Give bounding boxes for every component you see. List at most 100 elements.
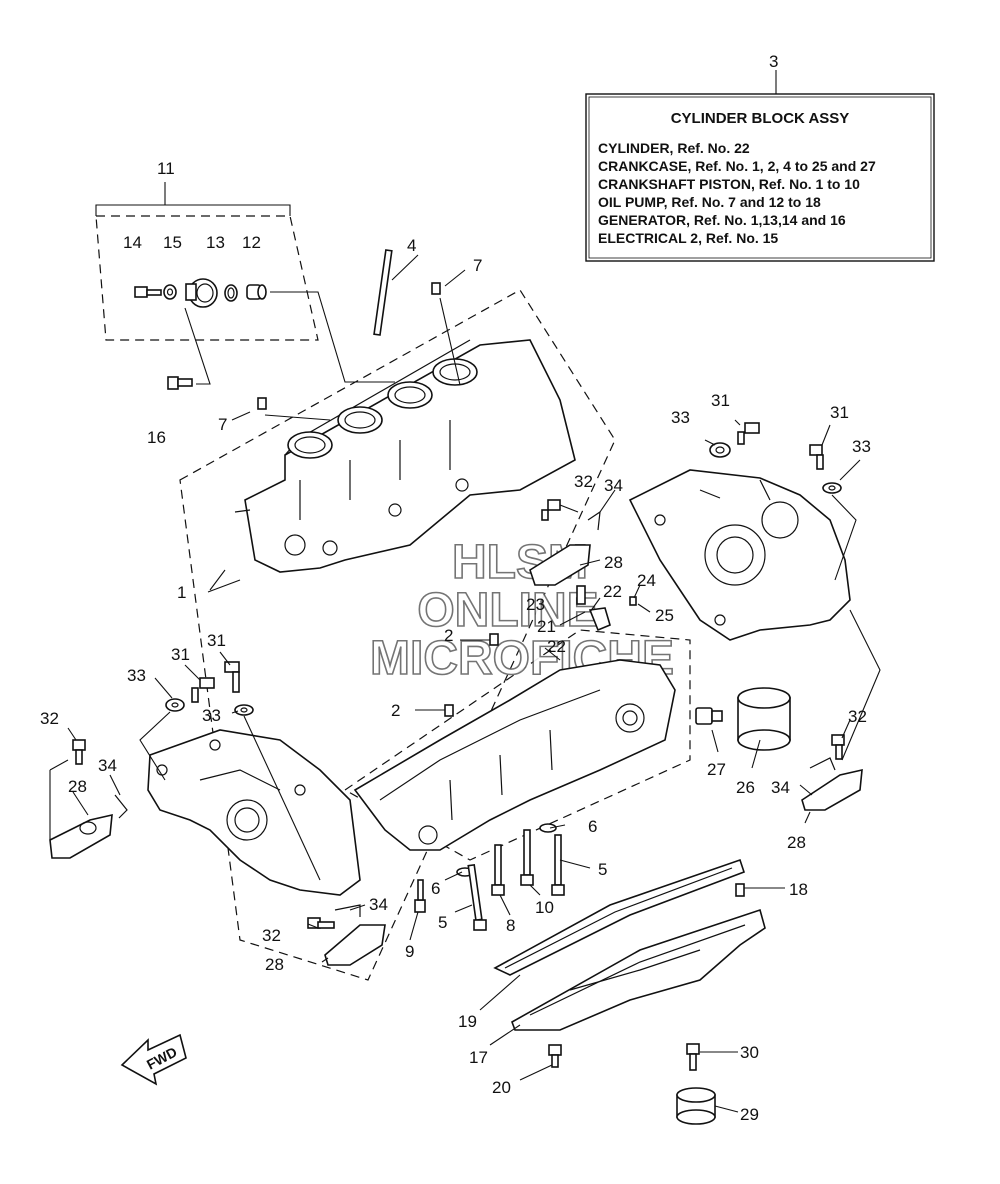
engine-mount-28-bottom-left — [307, 904, 386, 966]
callout-7-upper: 7 — [473, 256, 482, 275]
callout-23: 23 — [526, 595, 545, 614]
callout-33-right-b: 33 — [852, 437, 871, 456]
spacer-29 — [676, 1087, 716, 1125]
callout-27: 27 — [707, 760, 726, 779]
callout-10: 10 — [535, 898, 554, 917]
callout-24: 24 — [637, 571, 656, 590]
callout-32-upper: 32 — [574, 472, 593, 491]
assembly-title: CYLINDER BLOCK ASSY — [671, 110, 850, 127]
callout-29: 29 — [740, 1105, 759, 1124]
bolt-10 — [520, 829, 534, 886]
cylinder-block — [234, 339, 576, 573]
dowel-pin-7-left — [231, 397, 267, 421]
bolt-9 — [414, 879, 426, 913]
engine-mount-28-left — [49, 739, 128, 859]
fwd-arrow: FWD — [120, 1033, 187, 1086]
callout-15: 15 — [163, 233, 182, 252]
callout-30: 30 — [740, 1043, 759, 1062]
oil-pan-17 — [511, 908, 766, 1031]
assembly-line-crankcase: CRANKCASE, Ref. No. 1, 2, 4 to 25 and 27 — [598, 158, 876, 174]
assembly-line-electrical: ELECTRICAL 2, Ref. No. 15 — [598, 230, 778, 246]
callout-1: 1 — [177, 583, 186, 602]
leader-lines — [67, 419, 861, 1113]
assembly-line-crankshaft: CRANKSHAFT PISTON, Ref. No. 1 to 10 — [598, 176, 860, 192]
callout-2-lower: 2 — [391, 701, 400, 720]
o-ring-13 — [224, 284, 238, 302]
callout-6-right: 6 — [588, 817, 597, 836]
callout-28-right: 28 — [787, 833, 806, 852]
dowel-18 — [735, 883, 745, 897]
callout-32-left: 32 — [40, 709, 59, 728]
left-fasteners — [139, 661, 321, 881]
callout-18: 18 — [789, 880, 808, 899]
callout-6-left: 6 — [431, 879, 440, 898]
gasket-19 — [493, 858, 746, 976]
callout-4: 4 — [407, 236, 416, 255]
group-outline-crankcase — [343, 629, 691, 861]
washer-15 — [163, 284, 177, 300]
engine-mount-28-right — [801, 734, 863, 811]
assembly-line-generator: GENERATOR, Ref. No. 1,13,14 and 16 — [598, 212, 846, 228]
callout-28-upper: 28 — [604, 553, 623, 572]
right-fasteners — [709, 422, 881, 761]
callout-20: 20 — [492, 1078, 511, 1097]
callout-32-bottom: 32 — [262, 926, 281, 945]
bolt-16 — [167, 376, 193, 390]
callout-11: 11 — [157, 159, 175, 178]
callout-5-right: 5 — [598, 860, 607, 879]
plug-12 — [246, 284, 267, 300]
callout-28-bottom: 28 — [265, 955, 284, 974]
assembly-line-oil-pump: OIL PUMP, Ref. No. 7 and 12 to 18 — [598, 194, 821, 210]
oil-filter-fitting-27 — [695, 707, 723, 725]
oil-pump-cover-13 — [185, 278, 218, 308]
callout-34-left: 34 — [98, 756, 117, 775]
oil-pump-parts — [134, 278, 395, 390]
callout-26: 26 — [736, 778, 755, 797]
callout-31-right-b: 31 — [830, 403, 849, 422]
callout-32-right: 32 — [848, 707, 867, 726]
callout-16: 16 — [147, 428, 166, 447]
callout-22-b: 22 — [547, 637, 566, 656]
assembly-info-box: 3 CYLINDER BLOCK ASSY CYLINDER, Ref. No.… — [585, 52, 935, 262]
callout-2-upper: 2 — [444, 626, 453, 645]
bolt-8 — [491, 844, 505, 896]
washer-33-left-a — [165, 698, 185, 712]
callout-13: 13 — [206, 233, 225, 252]
callout-numbers: 11 14 15 13 12 16 4 7 7 1 33 31 31 33 32… — [40, 159, 871, 1124]
bolt-31-right-a — [737, 422, 760, 445]
callout-31-left-b: 31 — [207, 631, 226, 650]
watermark-line-2: ONLINE — [417, 584, 598, 637]
stud-bolt-4 — [373, 249, 419, 336]
engine-mount-28-upper — [529, 499, 601, 586]
callout-34-bottom: 34 — [369, 895, 388, 914]
group-outline-11 — [95, 182, 319, 341]
callout-14: 14 — [123, 233, 142, 252]
callout-5-left: 5 — [438, 913, 447, 932]
callout-12: 12 — [242, 233, 261, 252]
bolt-31-left-a — [191, 677, 215, 703]
bolt-31-right-b — [809, 444, 824, 470]
callout-22-a: 22 — [603, 582, 622, 601]
callout-9: 9 — [405, 942, 414, 961]
callout-33-left-a: 33 — [127, 666, 146, 685]
callout-7-left: 7 — [218, 415, 227, 434]
callout-31-right-a: 31 — [711, 391, 730, 410]
bolt-31-left-b — [224, 661, 240, 693]
assembly-ref-number: 3 — [769, 52, 778, 71]
crankcase-small-parts — [444, 585, 637, 877]
washer-33-right-a — [709, 442, 731, 458]
washer-33-left-b — [234, 704, 254, 716]
right-cover — [628, 469, 851, 641]
washer-33-right-b — [822, 482, 842, 494]
callout-34-upper: 34 — [604, 476, 623, 495]
callout-28-left: 28 — [68, 777, 87, 796]
assembly-line-cylinder: CYLINDER, Ref. No. 22 — [598, 140, 750, 156]
callout-19: 19 — [458, 1012, 477, 1031]
callout-17: 17 — [469, 1048, 488, 1067]
bolt-5-b — [551, 834, 565, 896]
callout-31-left-a: 31 — [171, 645, 190, 664]
crankcase — [353, 659, 676, 851]
bolt-5-a — [467, 863, 487, 931]
bolt-14 — [134, 286, 162, 298]
